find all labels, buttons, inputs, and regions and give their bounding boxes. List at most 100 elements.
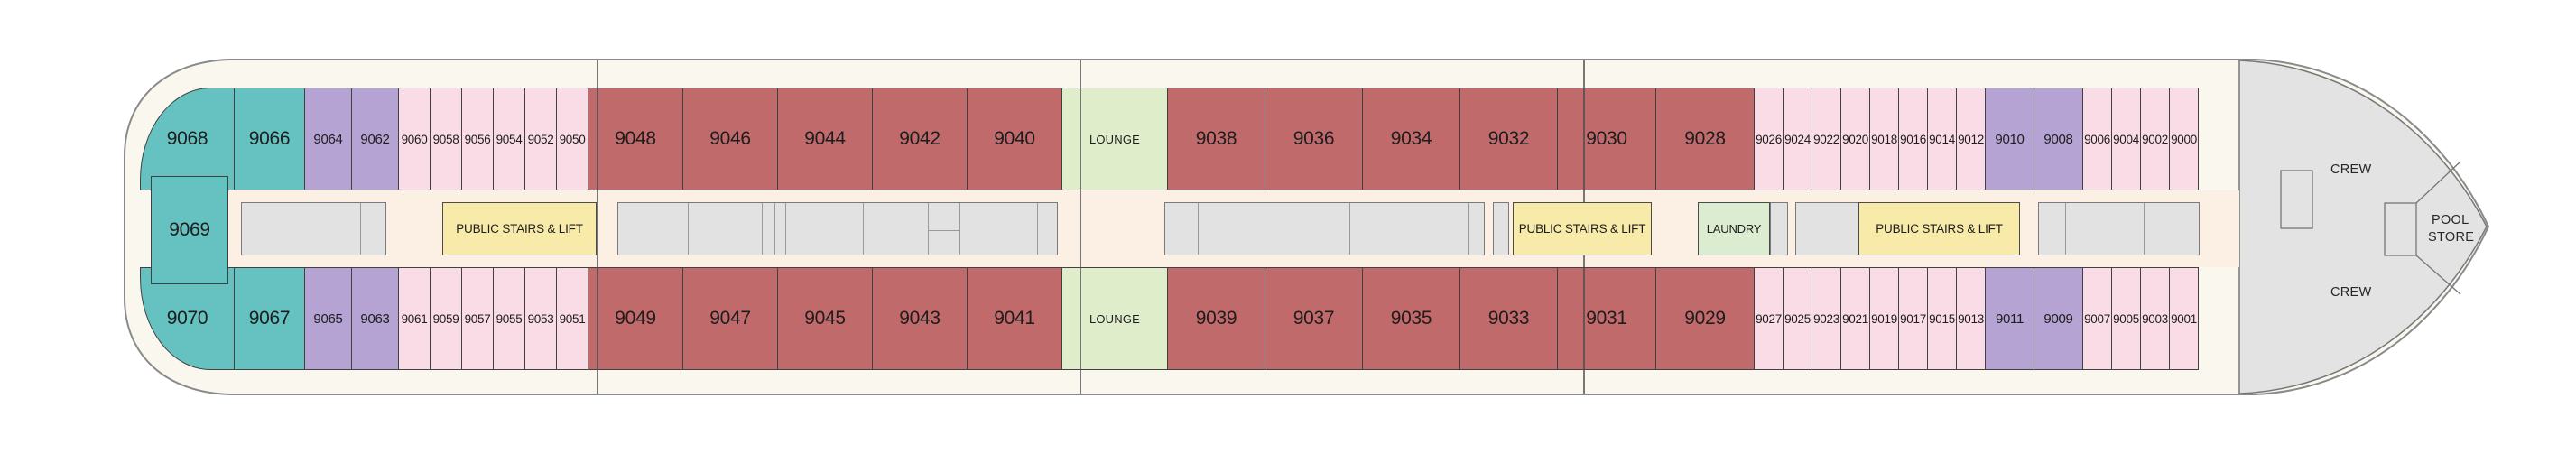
cabin-9014[interactable]: 9014 bbox=[1927, 88, 1957, 190]
cabin-9042[interactable]: 9042 bbox=[872, 88, 968, 190]
inner-room bbox=[1494, 203, 1508, 255]
cabin-9029[interactable]: 9029 bbox=[1655, 267, 1755, 370]
cabin-9041[interactable]: 9041 bbox=[967, 267, 1062, 370]
cabin-9019[interactable]: 9019 bbox=[1869, 267, 1899, 370]
pool-store-label-line2: STORE bbox=[2428, 230, 2474, 245]
cabin-9040[interactable]: 9040 bbox=[967, 88, 1062, 190]
cabin-9015[interactable]: 9015 bbox=[1927, 267, 1957, 370]
crew-label-top: CREW bbox=[2330, 162, 2372, 177]
cabin-9049[interactable]: 9049 bbox=[588, 267, 683, 370]
cabin-9023[interactable]: 9023 bbox=[1812, 267, 1841, 370]
inner-room bbox=[1197, 203, 1349, 255]
cabin-9020[interactable]: 9020 bbox=[1840, 88, 1870, 190]
inner-room bbox=[2064, 203, 2144, 255]
cabin-9012[interactable]: 9012 bbox=[1956, 88, 1986, 190]
inner-room bbox=[1796, 203, 1858, 255]
bulkhead-line bbox=[597, 60, 598, 394]
cabin-9036[interactable]: 9036 bbox=[1265, 88, 1363, 190]
bow-crew-area bbox=[2238, 60, 2488, 394]
cabin-9046[interactable]: 9046 bbox=[682, 88, 778, 190]
cabin-9000[interactable]: 9000 bbox=[2169, 88, 2199, 190]
crew-label-bottom: CREW bbox=[2330, 285, 2372, 300]
inner-room bbox=[1165, 203, 1198, 255]
cabin-9062[interactable]: 9062 bbox=[351, 88, 399, 190]
inner-room bbox=[1771, 203, 1787, 255]
cabin-9043[interactable]: 9043 bbox=[872, 267, 968, 370]
cabin-9068[interactable]: 9068 bbox=[140, 88, 235, 190]
cabin-9017[interactable]: 9017 bbox=[1898, 267, 1928, 370]
cabin-9054[interactable]: 9054 bbox=[493, 88, 525, 190]
inner-room bbox=[959, 203, 1037, 255]
cabin-9033[interactable]: 9033 bbox=[1459, 267, 1558, 370]
inner-room bbox=[2143, 203, 2199, 255]
cabin-9004[interactable]: 9004 bbox=[2111, 88, 2141, 190]
cabin-9065[interactable]: 9065 bbox=[304, 267, 352, 370]
cabin-9027[interactable]: 9027 bbox=[1754, 267, 1784, 370]
public-stairs-lift: PUBLIC STAIRS & LIFT bbox=[1513, 202, 1652, 255]
pool-store-divider-top bbox=[2415, 161, 2461, 204]
inner-room-block bbox=[1493, 202, 1509, 255]
cabin-9026[interactable]: 9026 bbox=[1754, 88, 1784, 190]
cabin-9060[interactable]: 9060 bbox=[398, 88, 431, 190]
inner-room-block bbox=[1770, 202, 1788, 255]
cabin-9034[interactable]: 9034 bbox=[1362, 88, 1460, 190]
cabin-9024[interactable]: 9024 bbox=[1783, 88, 1812, 190]
cabin-9018[interactable]: 9018 bbox=[1869, 88, 1899, 190]
cabin-9063[interactable]: 9063 bbox=[351, 267, 399, 370]
cabin-9030[interactable]: 9030 bbox=[1557, 88, 1656, 190]
cabin-9011[interactable]: 9011 bbox=[1985, 267, 2034, 370]
cabin-9061[interactable]: 9061 bbox=[398, 267, 431, 370]
cabin-9035[interactable]: 9035 bbox=[1362, 267, 1460, 370]
cabin-9003[interactable]: 9003 bbox=[2140, 267, 2170, 370]
cabin-9044[interactable]: 9044 bbox=[777, 88, 873, 190]
cabin-9059[interactable]: 9059 bbox=[430, 267, 462, 370]
cabin-9007[interactable]: 9007 bbox=[2082, 267, 2112, 370]
cabin-9067[interactable]: 9067 bbox=[234, 267, 305, 370]
inner-room-block bbox=[1795, 202, 1858, 255]
inner-room bbox=[687, 203, 763, 255]
cabin-9022[interactable]: 9022 bbox=[1812, 88, 1841, 190]
lounge-area: LOUNGE bbox=[1061, 267, 1168, 370]
cabin-9025[interactable]: 9025 bbox=[1783, 267, 1812, 370]
cabin-9048[interactable]: 9048 bbox=[588, 88, 683, 190]
cabin-9056[interactable]: 9056 bbox=[461, 88, 494, 190]
pool-store-label-line1: POOL bbox=[2432, 213, 2469, 227]
cabin-9016[interactable]: 9016 bbox=[1898, 88, 1928, 190]
pool-store-lift-outline bbox=[2384, 202, 2417, 256]
cabin-9053[interactable]: 9053 bbox=[524, 267, 557, 370]
cabin-9005[interactable]: 9005 bbox=[2111, 267, 2141, 370]
cabin-9009[interactable]: 9009 bbox=[2034, 267, 2083, 370]
inner-room-block bbox=[241, 202, 386, 255]
cabin-9045[interactable]: 9045 bbox=[777, 267, 873, 370]
cabin-9058[interactable]: 9058 bbox=[430, 88, 462, 190]
cabin-9032[interactable]: 9032 bbox=[1459, 88, 1558, 190]
cabin-9055[interactable]: 9055 bbox=[493, 267, 525, 370]
inner-room bbox=[774, 203, 785, 255]
cabin-9066[interactable]: 9066 bbox=[234, 88, 305, 190]
inner-room bbox=[1468, 203, 1484, 255]
cabin-9057[interactable]: 9057 bbox=[461, 267, 494, 370]
cabin-9001[interactable]: 9001 bbox=[2169, 267, 2199, 370]
cabin-9047[interactable]: 9047 bbox=[682, 267, 778, 370]
cabin-9010[interactable]: 9010 bbox=[1985, 88, 2034, 190]
laundry-room: LAUNDRY bbox=[1698, 202, 1770, 255]
cabin-9038[interactable]: 9038 bbox=[1167, 88, 1265, 190]
cabin-9051[interactable]: 9051 bbox=[556, 267, 588, 370]
cabin-9006[interactable]: 9006 bbox=[2082, 88, 2112, 190]
cabin-9008[interactable]: 9008 bbox=[2034, 88, 2083, 190]
inner-room-block bbox=[617, 202, 1058, 255]
cabin-9013[interactable]: 9013 bbox=[1956, 267, 1986, 370]
cabin-9050[interactable]: 9050 bbox=[556, 88, 588, 190]
cabin-9039[interactable]: 9039 bbox=[1167, 267, 1265, 370]
cabin-9028[interactable]: 9028 bbox=[1655, 88, 1755, 190]
cabin-9037[interactable]: 9037 bbox=[1265, 267, 1363, 370]
inner-room bbox=[1348, 203, 1468, 255]
cabin-9021[interactable]: 9021 bbox=[1840, 267, 1870, 370]
cabin-9052[interactable]: 9052 bbox=[524, 88, 557, 190]
cabin-9069[interactable]: 9069 bbox=[151, 176, 228, 284]
cabin-9031[interactable]: 9031 bbox=[1557, 267, 1656, 370]
cabin-9064[interactable]: 9064 bbox=[304, 88, 352, 190]
cabin-9002[interactable]: 9002 bbox=[2140, 88, 2170, 190]
inner-room bbox=[785, 203, 863, 255]
